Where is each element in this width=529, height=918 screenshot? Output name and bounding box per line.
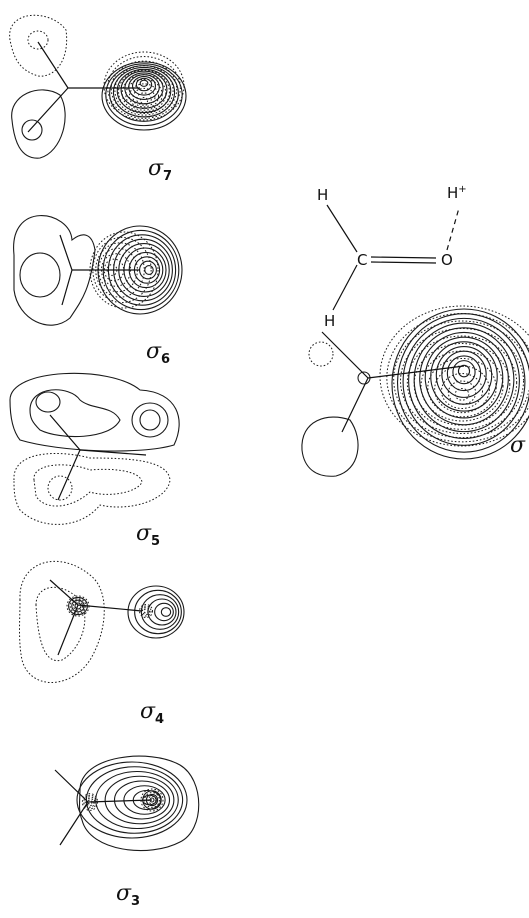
contour-negative <box>139 96 149 105</box>
contour-negative <box>13 453 171 525</box>
contour-positive <box>419 331 509 426</box>
atom-h-proton: H+ <box>447 184 467 202</box>
atom-c: C <box>357 251 367 269</box>
contour-positive <box>144 265 154 275</box>
orbital-plot-sigma3 <box>54 755 200 852</box>
contour-positive <box>402 317 526 446</box>
contour-positive <box>134 589 182 635</box>
contour-negative <box>47 475 73 501</box>
contour-negative <box>27 30 49 50</box>
contour-negative <box>132 87 156 108</box>
contour-negative <box>103 51 185 121</box>
contour-negative <box>139 604 153 618</box>
atom-o: O <box>441 251 453 269</box>
contour-positive <box>113 780 171 820</box>
contour-positive <box>123 785 166 815</box>
contour-positive <box>391 308 529 460</box>
contour-negative <box>136 92 152 106</box>
contour-negative <box>393 320 529 439</box>
contour-positive <box>397 313 529 453</box>
orbital-plot-sigma-protonated <box>301 305 529 477</box>
contour-positive <box>408 322 520 440</box>
label-sigma4: σ4 <box>140 699 164 727</box>
contour-negative <box>92 236 152 304</box>
contour-negative <box>143 608 149 614</box>
contour-positive <box>120 70 168 109</box>
contour-negative <box>121 74 167 113</box>
contour-negative <box>420 350 504 422</box>
contour-positive <box>452 360 476 385</box>
contour-negative <box>454 388 470 401</box>
orbital-plot-sigma4 <box>19 560 185 683</box>
contour-positive <box>9 372 180 452</box>
contour-negative <box>413 343 511 426</box>
contour-positive <box>139 409 161 431</box>
contour-positive <box>11 89 66 159</box>
contour-negative <box>9 14 68 77</box>
contour-positive <box>105 63 183 127</box>
contour-positive <box>116 68 172 114</box>
formaldehyde-protonated-structure: H H C O H+ <box>317 184 467 330</box>
contour-negative <box>441 373 483 409</box>
contour-positive <box>95 770 179 830</box>
contour-positive <box>101 61 187 131</box>
contour-negative <box>386 313 529 443</box>
contour-negative <box>142 607 150 615</box>
contour-negative <box>128 83 160 110</box>
label-sigma-protonated: σ <box>510 433 526 458</box>
contour-negative <box>308 341 334 367</box>
contour-positive <box>457 364 471 378</box>
contour-positive <box>76 761 188 839</box>
contour-negative <box>125 78 163 111</box>
label-sigma3: σ3 <box>116 881 140 909</box>
contour-negative <box>33 464 143 507</box>
contour-positive <box>131 75 157 96</box>
label-sigma7: σ7 <box>148 156 172 184</box>
contour-positive <box>35 391 61 413</box>
contour-positive <box>430 341 498 412</box>
atom-h-bottom: H <box>324 312 335 330</box>
contour-positive <box>78 755 200 852</box>
contour-negative <box>114 65 174 116</box>
contour-negative <box>118 69 170 114</box>
contour-positive <box>131 402 169 438</box>
orbital-plot-sigma7 <box>9 14 187 159</box>
contour-positive <box>435 345 493 405</box>
contour-positive <box>74 602 82 610</box>
orbital-plot-sigma6 <box>13 215 183 326</box>
contour-negative <box>400 328 524 434</box>
contour-negative <box>35 586 86 662</box>
label-sigma5: σ5 <box>136 521 160 549</box>
contour-positive <box>104 775 175 825</box>
contour-positive <box>424 336 504 419</box>
contour-positive <box>139 260 157 280</box>
orbital-plot-sigma5 <box>9 372 180 525</box>
contour-positive <box>413 327 515 433</box>
contour-positive <box>135 77 153 92</box>
contour-negative <box>406 335 518 430</box>
contour-positive <box>21 119 43 141</box>
atom-h-top: H <box>317 186 328 204</box>
contour-positive <box>29 389 121 438</box>
contour-negative <box>19 560 105 683</box>
contour-positive <box>19 252 61 298</box>
contour-positive <box>160 607 172 617</box>
contour-negative <box>427 358 497 418</box>
contour-negative <box>140 788 164 812</box>
label-sigma6: σ6 <box>146 339 170 367</box>
contour-positive <box>446 355 482 392</box>
contour-positive <box>139 79 149 87</box>
contour-negative <box>110 60 178 118</box>
contour-positive <box>154 602 174 622</box>
contour-positive <box>301 416 359 477</box>
contour-positive <box>140 594 180 630</box>
contour-negative <box>447 380 477 405</box>
contour-positive <box>127 585 185 639</box>
